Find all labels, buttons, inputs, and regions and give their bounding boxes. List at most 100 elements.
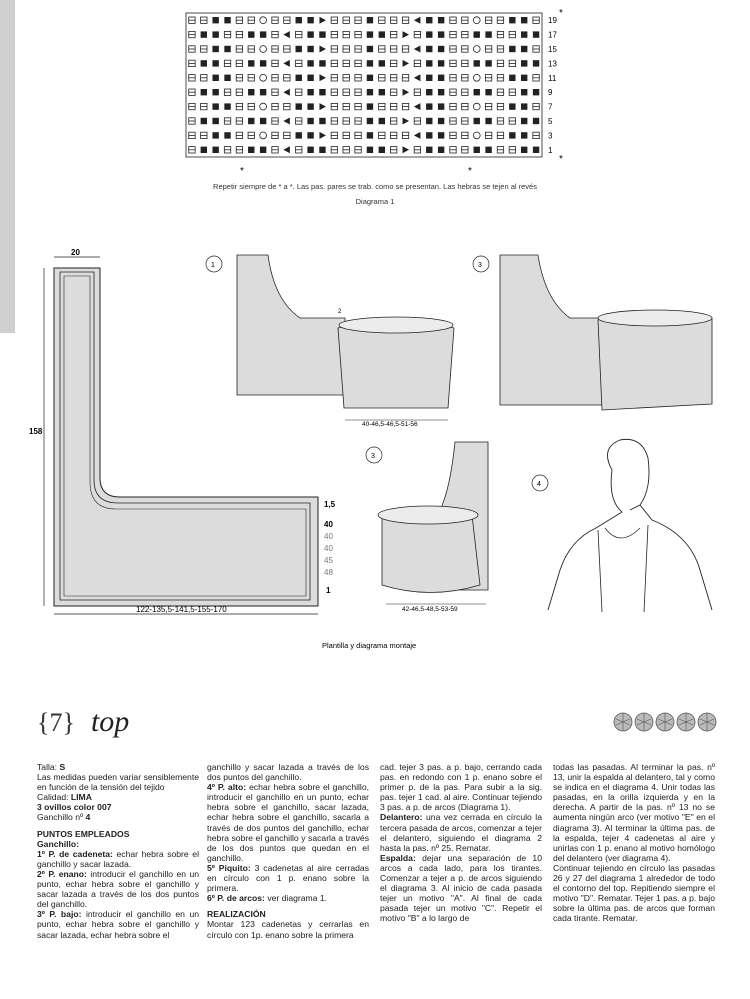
chart-symbol-ring (472, 102, 481, 111)
chart-symbol-bar (366, 60, 374, 67)
chart-row-label: 19 (548, 16, 557, 25)
chart-symbol-box (413, 146, 422, 154)
step-1-arrow-label: 2 (338, 309, 342, 315)
chart-symbol-bar (307, 45, 314, 53)
chart-symbol-box (342, 74, 350, 82)
chart-symbol-box (461, 16, 469, 24)
chart-symbol-triangle (413, 74, 421, 82)
chart-symbol-bar (378, 31, 385, 38)
chart-symbol-box (354, 45, 362, 53)
chart-symbol-box (461, 59, 469, 68)
chart-symbol-bar (521, 146, 528, 153)
chart-symbol-bar (521, 45, 528, 53)
stitch-3-continued: ganchillo y sacar lazada a través de los… (207, 762, 369, 783)
chart-symbol-box (413, 59, 422, 68)
chart-symbol-bar (319, 60, 326, 67)
chart-symbol-box (484, 45, 493, 53)
chart-symbol-triangle (402, 146, 410, 154)
chart-row-label: 17 (548, 31, 557, 40)
chart-symbol-bar (295, 132, 302, 139)
chart-symbol-bar (366, 132, 374, 139)
chart-symbol-box (235, 45, 243, 53)
chart-symbol-box (390, 45, 398, 53)
chart-symbol-bar (473, 117, 480, 125)
stitch-5-text: 3 cadenetas al aire cerradas en círculo … (207, 862, 369, 894)
chart-symbol-bar (248, 146, 255, 153)
chart-symbol-box (200, 45, 208, 53)
template-label-20: 20 (71, 248, 80, 257)
chart-symbol-bar (521, 89, 528, 96)
chart-symbol-box (354, 74, 362, 82)
chart-symbol-box (390, 30, 398, 39)
assembly-step-1: 1 2 40-46,5-46,5-51-56 (205, 254, 455, 428)
text-column-1: Talla: S Las medidas pueden variar sensi… (37, 762, 199, 940)
chart-symbol-bar (248, 117, 255, 125)
chart-symbol-bar (224, 45, 231, 53)
chart-symbol-box (247, 103, 255, 111)
chart-symbol-box (188, 146, 196, 154)
chart-symbol-bar (366, 45, 374, 53)
chart-symbol-box (247, 16, 255, 24)
chart-symbol-box (401, 131, 410, 139)
chart-symbol-ring (472, 16, 481, 25)
assembly-step-3-middle: 3 42-46,5-48,5-53-59 (365, 441, 489, 613)
stitch-4-title: 4º P. alto: (207, 782, 247, 793)
chart-symbol-ring (472, 74, 481, 82)
chart-name: Diagrama 1 (355, 197, 395, 206)
chart-symbol-bar (295, 17, 302, 24)
chart-symbol-box (413, 117, 422, 125)
chart-symbol-bar (307, 89, 314, 96)
chart-symbol-box (484, 16, 493, 24)
chart-symbol-box (200, 103, 208, 111)
chart-symbol-box (401, 103, 410, 111)
chart-symbol-bar (212, 103, 219, 110)
chart-symbol-bar (521, 103, 528, 110)
chart-symbol-box (449, 30, 457, 39)
chart-symbol-box (188, 59, 196, 68)
assembly-diagrams: 20 158 1,5 40 40 40 45 48 1 122-135,5-14… (29, 248, 713, 650)
chart-symbol-bar (307, 117, 314, 125)
chart-symbol-ring (259, 74, 267, 82)
chart-symbol-box (413, 30, 422, 39)
chart-symbol-bar (212, 17, 219, 24)
chart-symbol-triangle (413, 103, 421, 111)
chart-symbol-box (508, 88, 516, 96)
chart-symbol-box (354, 16, 362, 24)
stitch-6-text: ver diagrama 1. (267, 893, 328, 904)
chart-star-bottom-left: * (240, 166, 244, 177)
chart-symbol-bar (426, 146, 433, 153)
chart-row-label: 13 (548, 59, 557, 68)
chart-symbol-box (508, 30, 516, 39)
chart-symbol-bar (224, 17, 231, 24)
chart-symbol-box (271, 30, 279, 39)
chart-star-top-right: * (559, 8, 563, 19)
chart-symbol-box (271, 74, 279, 82)
template-label-45: 45 (324, 556, 333, 565)
chart-symbol-bar (485, 117, 492, 125)
chart-symbol-bar (200, 31, 207, 38)
chart-symbol-bar (426, 60, 433, 67)
chart-symbol-bar (426, 103, 433, 110)
chart-symbol-box (283, 131, 291, 139)
chart-symbol-bar (295, 103, 302, 110)
stitch-2-text: introducir el ganchillo en un punto, ech… (37, 868, 199, 910)
template-diagram: 20 158 1,5 40 40 40 45 48 1 122-135,5-14… (29, 248, 336, 615)
diagram-caption: Plantilla y diagrama montaje (322, 641, 416, 650)
chart-symbol-box (235, 103, 243, 111)
chart-symbol-box (200, 131, 208, 139)
chart-symbol-box (342, 117, 350, 125)
chart-symbol-bar (426, 89, 433, 96)
measures-note: Las medidas pueden variar sensiblemente … (37, 772, 199, 793)
chart-symbol-box (354, 30, 362, 39)
chart-symbol-box (235, 146, 243, 154)
chart-caption: Repetir siempre de * a *. Las pas. pares… (213, 182, 537, 191)
chart-symbol-triangle (283, 88, 290, 96)
chart-symbol-triangle (319, 103, 326, 111)
chart-symbol-box (390, 146, 398, 154)
difficulty-icons (613, 712, 717, 732)
chart-symbol-box (188, 88, 196, 96)
chart-symbol-bar (224, 103, 231, 110)
chart-symbol-bar (532, 117, 540, 125)
chart-symbol-bar (426, 74, 433, 81)
